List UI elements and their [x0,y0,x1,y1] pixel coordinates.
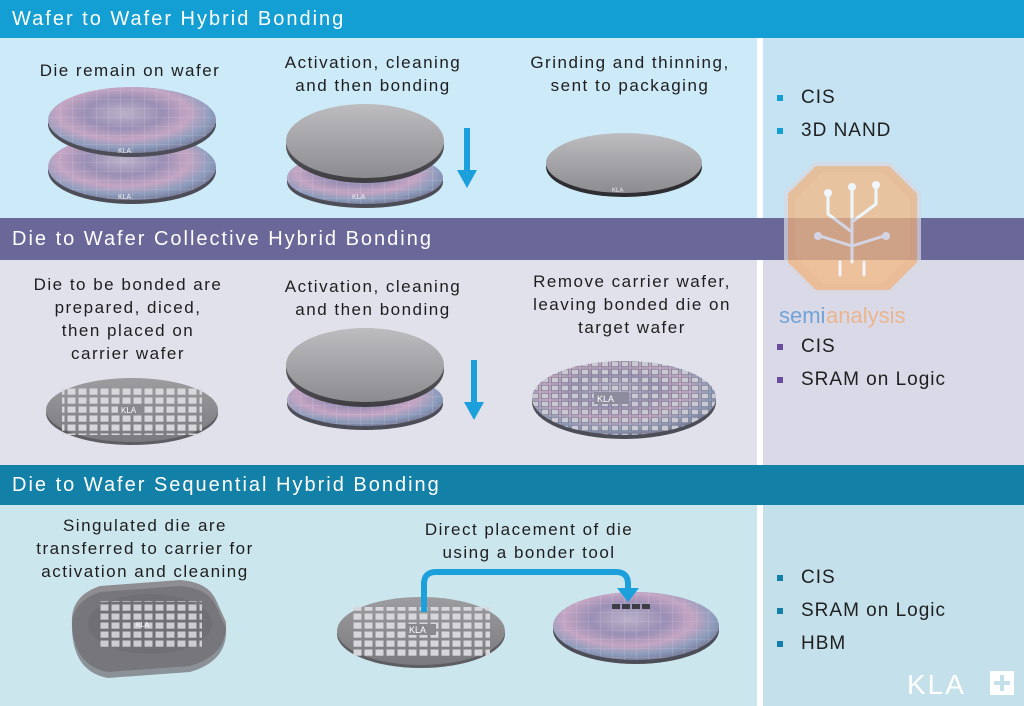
down-arrow-icon [457,128,477,188]
application-item: CIS [765,561,946,594]
kla-logo: KLA [907,669,1014,700]
wafers-being-bonded-1: KLA [286,104,444,208]
thinned-bonded-wafer: KLA [546,133,702,197]
wafer-mark: KLA [121,406,137,415]
stacked-wafers-1: KLA KLA [48,87,216,204]
section-1-title: Wafer to Wafer Hybrid Bonding [0,0,1024,38]
placement-arrow-icon [421,569,639,612]
section-1-applications: CIS 3D NAND [765,81,891,147]
wafer-mark: KLA [409,625,426,635]
source-wafer-with-die: KLA [337,597,505,668]
application-item: SRAM on Logic [765,363,946,396]
wafer-mark: KLA [597,394,614,404]
application-item: 3D NAND [765,114,891,147]
wafer-mark: KLA [352,194,366,201]
step-caption: Direct placement of die using a bonder t… [424,520,634,562]
step-caption: Die remain on wafer [39,61,221,80]
target-wafer-sequential [553,592,719,664]
watermark-text-analysis: analysis [826,303,905,328]
column-divider [757,38,763,706]
carrier-frame-with-die: KLA [71,580,227,678]
application-item: HBM [765,627,946,660]
application-item: CIS [765,330,946,363]
wafer-mark: KLA [136,622,150,629]
down-arrow-icon [464,360,484,420]
step-caption: Activation, cleaning and then bonding [284,53,462,95]
target-wafer-with-bonded-die: KLA [532,361,716,439]
application-item: CIS [765,81,891,114]
application-item: SRAM on Logic [765,594,946,627]
step-caption: Grinding and thinning, sent to packaging [530,53,730,95]
step-caption: Remove carrier wafer, leaving bonded die… [533,272,731,337]
tree-icon [818,186,886,277]
step-caption: Singulated die are transferred to carrie… [36,516,254,581]
kla-logo-text: KLA [907,669,966,700]
section-3-applications: CIS SRAM on Logic HBM [765,561,946,660]
section-3-applications-panel [763,505,1024,706]
section-3-title: Die to Wafer Sequential Hybrid Bonding [0,465,1024,505]
watermark-text-semi: semi [779,303,825,328]
section-2-applications: CIS SRAM on Logic [765,330,946,396]
wafers-being-bonded-2 [286,328,444,430]
semianalysis-watermark: semi analysis [779,162,921,328]
carrier-wafer-with-die: KLA [46,378,218,445]
wafer-mark: KLA [118,194,132,201]
section-2-applications-panel [763,260,1024,465]
wafer-mark: KLA [118,148,132,155]
step-caption: Activation, cleaning and then bonding [284,277,462,319]
step-caption: Die to be bonded are prepared, diced, th… [33,275,223,363]
wafer-mark: KLA [612,188,623,194]
